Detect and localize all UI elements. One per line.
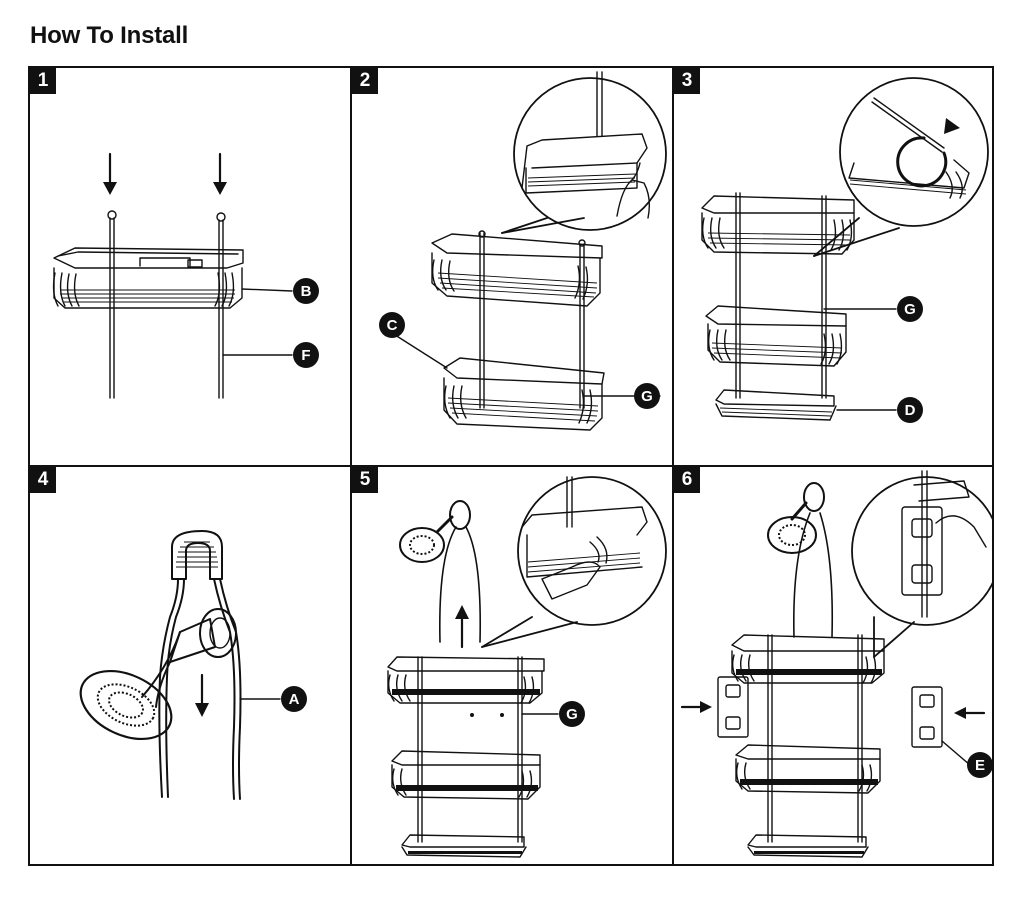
- callout-g: G: [904, 301, 916, 318]
- step-number: 2: [352, 68, 378, 94]
- step-3-illustration: G D: [701, 77, 989, 423]
- down-arrow-icon: [213, 152, 227, 195]
- basket-icon: [387, 656, 545, 704]
- step-2-panel: C G 2: [352, 68, 672, 465]
- step-6-illustration: E: [680, 470, 994, 858]
- basket-icon: [443, 357, 605, 431]
- grid-divider: [30, 465, 992, 467]
- step-1-panel: B F 1: [30, 68, 350, 465]
- step-5-panel: G 5: [352, 467, 672, 866]
- basket-icon: [52, 247, 244, 309]
- step-2-illustration: C G: [379, 71, 667, 431]
- callout-d: D: [905, 402, 916, 419]
- callout-g: G: [641, 388, 653, 405]
- pole-icon: [107, 210, 226, 399]
- basket-icon: [731, 634, 885, 684]
- shower-head-icon: [399, 500, 482, 643]
- rotate-arrow-icon: [896, 118, 960, 188]
- step-3-panel: G D 3: [674, 68, 994, 465]
- callout-g: G: [566, 706, 578, 723]
- shower-head-icon: [767, 482, 834, 638]
- basket-icon: [391, 750, 541, 800]
- callout-b: B: [301, 283, 312, 300]
- down-arrow-icon: [103, 152, 117, 195]
- step-number: 1: [30, 68, 56, 94]
- left-arrow-icon: [954, 707, 986, 719]
- step-number: 5: [352, 467, 378, 493]
- hook-icon: [171, 530, 223, 580]
- step-number: 6: [674, 467, 700, 493]
- right-arrow-icon: [680, 701, 712, 713]
- callout-a: A: [289, 691, 300, 708]
- shower-head-icon: [79, 608, 237, 741]
- tray-icon: [747, 834, 869, 858]
- basket-icon: [431, 233, 603, 307]
- tray-icon: [401, 834, 527, 858]
- zoom-detail-icon: [513, 71, 667, 231]
- instruction-grid: B F 1: [28, 66, 994, 866]
- basket-icon: [705, 305, 847, 367]
- basket-icon: [735, 744, 881, 794]
- zoom-detail-icon: [517, 476, 667, 626]
- callout-f: F: [301, 347, 310, 364]
- step-4-illustration: A: [79, 530, 307, 800]
- step-6-panel: E 6: [674, 467, 994, 866]
- callout-e: E: [975, 757, 985, 774]
- step-number: 3: [674, 68, 700, 94]
- step-4-panel: A 4: [30, 467, 350, 866]
- suction-cup-icon: [911, 686, 943, 748]
- down-arrow-icon: [195, 673, 209, 717]
- step-5-illustration: G: [387, 476, 667, 858]
- page-title: How To Install: [30, 22, 189, 49]
- zoom-detail-icon: [839, 77, 989, 227]
- tray-icon: [715, 389, 837, 421]
- step-number: 4: [30, 467, 56, 493]
- step-1-illustration: B F: [52, 152, 319, 399]
- up-arrow-icon: [455, 605, 469, 649]
- callout-c: C: [387, 317, 398, 334]
- zoom-detail-icon: [851, 470, 994, 626]
- suction-cup-icon: [717, 676, 749, 738]
- basket-icon: [701, 195, 855, 255]
